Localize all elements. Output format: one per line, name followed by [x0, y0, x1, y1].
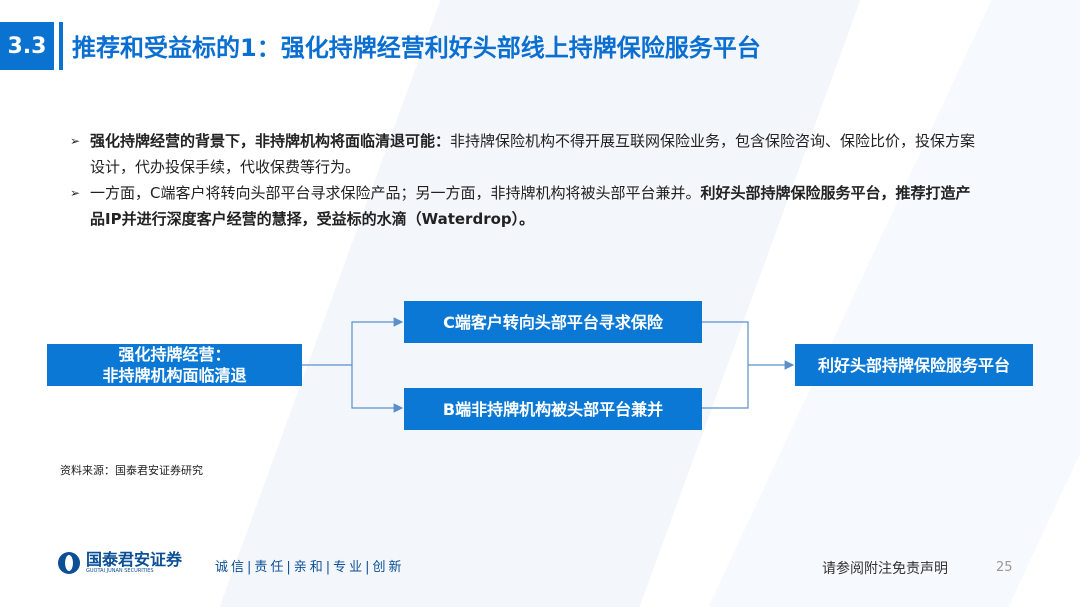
box-line: 非持牌机构面临清退 — [102, 366, 247, 385]
flow-box-start: 强化持牌经营： 非持牌机构面临清退 — [47, 344, 302, 386]
bullet-text: 非持牌保险机构不得开展互联网保险业务，包含保险咨询、保险比价，投保方案设计，代办… — [90, 132, 976, 176]
box-line: 强化持牌经营： — [118, 345, 231, 364]
arrow-bullet-icon: ➢ — [70, 134, 81, 148]
bullet-bold: 利好头部持牌保险服务平台，推荐打造产品IP并进行深度客户经营的慧择，受益标的水滴… — [90, 184, 971, 228]
arrow-bullet-icon: ➢ — [70, 186, 81, 200]
bullet-item: ➢ 强化持牌经营的背景下，非持牌机构将面临清退可能：非持牌保险机构不得开展互联网保… — [70, 128, 980, 180]
bullet-text: 一方面，C端客户将转向头部平台寻求保险产品；另一方面，非持牌机构将被头部平台兼并… — [90, 184, 701, 202]
flow-box-result: 利好头部持牌保险服务平台 — [795, 344, 1033, 386]
motto: 诚信|责任|亲和|专业|创新 — [215, 560, 405, 575]
logo-english: GUOTAI JUNAN SECURITIES — [86, 568, 154, 574]
flow-box-c-end: C端客户转向头部平台寻求保险 — [404, 301, 702, 343]
bullet-list: ➢ 强化持牌经营的背景下，非持牌机构将面临清退可能：非持牌保险机构不得开展互联网保… — [70, 128, 980, 232]
bullet-bold: 强化持牌经营的背景下，非持牌机构将面临清退可能： — [90, 132, 451, 150]
disclaimer: 请参阅附注免责声明 — [822, 561, 948, 577]
logo-name: 国泰君安证券 — [86, 550, 183, 569]
bullet-item: ➢ 一方面，C端客户将转向头部平台寻求保险产品；另一方面，非持牌机构将被头部平台兼… — [70, 180, 980, 232]
flow-box-b-end: B端非持牌机构被头部平台兼并 — [404, 388, 702, 430]
section-number: 3.3 — [0, 22, 54, 70]
page-number: 25 — [996, 560, 1013, 575]
logo-icon — [58, 552, 80, 574]
title-divider — [59, 22, 63, 70]
source-note: 资料来源：国泰君安证券研究 — [60, 464, 203, 477]
page-title: 推荐和受益标的1：强化持牌经营利好头部线上持牌保险服务平台 — [72, 34, 761, 62]
